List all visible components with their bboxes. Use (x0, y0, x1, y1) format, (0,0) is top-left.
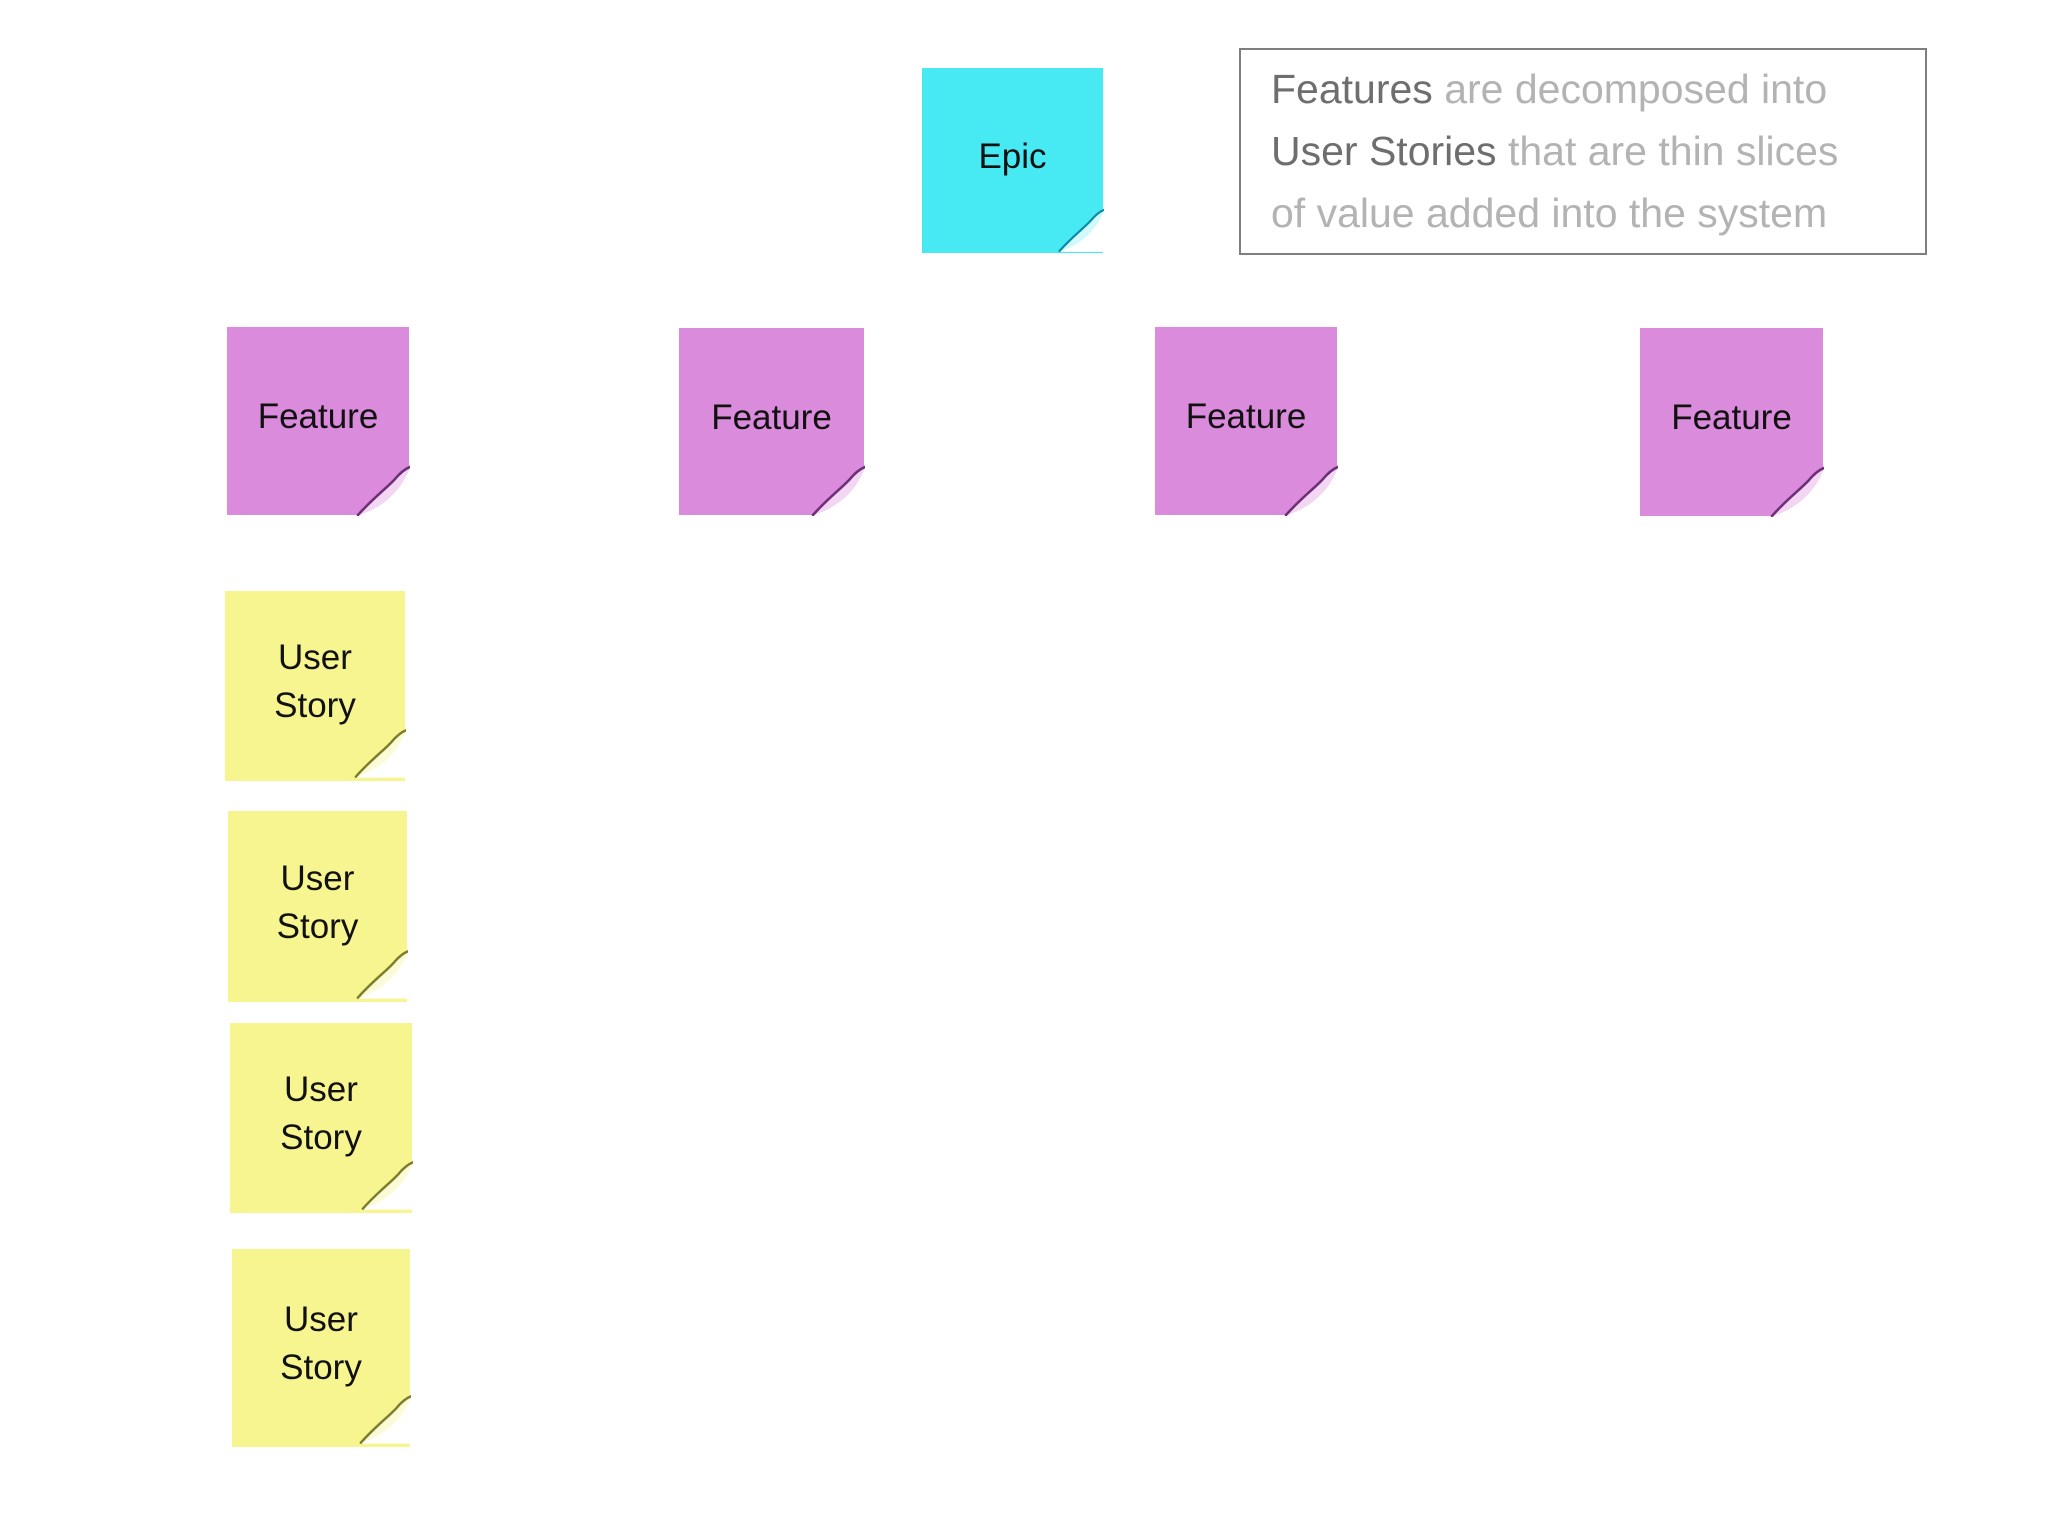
note-label: User Story (274, 634, 356, 730)
annotation-light-text: that are thin slices (1496, 128, 1839, 174)
sticky-note-user-story-2[interactable]: User Story (228, 811, 408, 1002)
annotation-light-text: of value added into the system (1271, 190, 1828, 236)
note-label-line: User (284, 1300, 358, 1339)
folded-corner-icon (359, 1395, 411, 1444)
note-label-line: Feature (257, 397, 379, 436)
note-label: Feature (711, 394, 832, 442)
sticky-note-user-story-1[interactable]: User Story (225, 591, 406, 781)
note-label-line: Feature (711, 397, 832, 437)
annotation-line: Features are decomposed into (1271, 58, 1925, 120)
annotation-line: User Stories that are thin slices (1271, 120, 1925, 182)
sticky-note-feature-3[interactable]: Feature (1155, 327, 1338, 516)
sticky-note-feature-4[interactable]: Feature (1640, 328, 1824, 517)
annotation-text-box[interactable]: Features are decomposed into User Storie… (1239, 48, 1927, 255)
folded-corner-icon (1770, 466, 1824, 517)
sticky-note-feature-1[interactable]: Feature (227, 327, 410, 516)
note-label: User Story (280, 1066, 362, 1162)
note-label-line: Story (280, 1118, 362, 1157)
sticky-note-user-story-3[interactable]: User Story (230, 1023, 413, 1213)
note-label: Feature (1186, 393, 1307, 441)
folded-corner-icon (356, 465, 410, 516)
note-label-line: User (284, 1070, 358, 1109)
sticky-note-epic[interactable]: Epic (922, 68, 1104, 253)
note-label-line: User (280, 858, 355, 898)
folded-corner-icon (1058, 208, 1104, 253)
annotation-strong-text: Features (1271, 66, 1433, 112)
folded-corner-icon (354, 729, 406, 778)
note-label: Feature (1671, 394, 1792, 442)
note-label-line: Story (280, 1348, 362, 1387)
note-label-line: Story (274, 686, 356, 725)
note-label-line: Epic (978, 136, 1047, 176)
folded-corner-icon (356, 950, 408, 999)
annotation-light-text: are decomposed into (1432, 66, 1828, 112)
note-label-line: Story (276, 906, 359, 946)
note-label-line: User (278, 638, 352, 677)
note-label-line: Feature (1671, 398, 1792, 437)
folded-corner-icon (1284, 465, 1338, 516)
note-label: User Story (280, 1296, 362, 1392)
sticky-note-feature-2[interactable]: Feature (679, 328, 865, 516)
note-label: Epic (978, 133, 1046, 181)
note-label: Feature (258, 393, 379, 441)
note-label-line: Feature (1185, 397, 1307, 436)
folded-corner-icon (361, 1161, 413, 1210)
annotation-strong-text: User Stories (1271, 128, 1497, 174)
sticky-note-user-story-4[interactable]: User Story (232, 1249, 411, 1447)
note-label: User Story (277, 855, 359, 951)
annotation-line: of value added into the system (1271, 182, 1925, 244)
folded-corner-icon (811, 465, 865, 516)
